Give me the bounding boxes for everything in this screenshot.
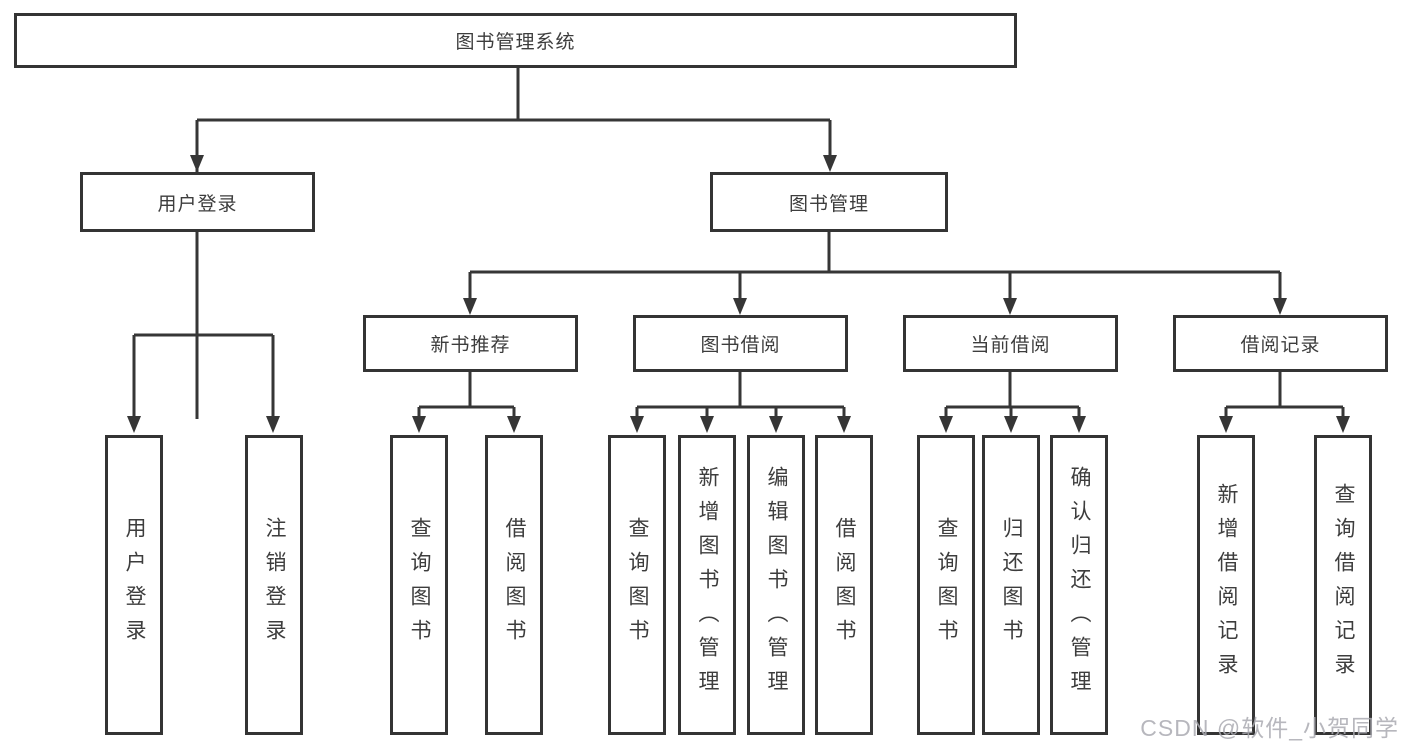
node-book-borrowing: 图书借阅 bbox=[633, 315, 848, 372]
leaf-add-books-admin: 新增图书（管理员） bbox=[678, 435, 736, 735]
leaf-borrow-books-recommend: 借阅图书 bbox=[485, 435, 543, 735]
node-current-borrowing: 当前借阅 bbox=[903, 315, 1118, 372]
leaf-query-books-current: 查询图书 bbox=[917, 435, 975, 735]
node-borrowing-records: 借阅记录 bbox=[1173, 315, 1388, 372]
leaf-query-books-borrow: 查询图书 bbox=[608, 435, 666, 735]
leaf-confirm-return-admin: 确认归还（管理员） bbox=[1050, 435, 1108, 735]
node-user-login: 用户登录 bbox=[80, 172, 315, 232]
node-new-book-recommendation: 新书推荐 bbox=[363, 315, 578, 372]
leaf-query-books-recommend: 查询图书 bbox=[390, 435, 448, 735]
leaf-query-borrow-record: 查询借阅记录 bbox=[1314, 435, 1372, 735]
leaf-logout: 注销登录 bbox=[245, 435, 303, 735]
leaf-borrow-books: 借阅图书 bbox=[815, 435, 873, 735]
leaf-edit-books-admin: 编辑图书（管理员） bbox=[747, 435, 805, 735]
node-book-management: 图书管理 bbox=[710, 172, 948, 232]
arrowheads bbox=[127, 155, 1350, 433]
leaf-user-login: 用户登录 bbox=[105, 435, 163, 735]
csdn-watermark: CSDN @软件_小贺同学 bbox=[1140, 715, 1399, 741]
leaf-add-borrow-record: 新增借阅记录 bbox=[1197, 435, 1255, 735]
node-root-library-system: 图书管理系统 bbox=[14, 13, 1017, 68]
leaf-return-books: 归还图书 bbox=[982, 435, 1040, 735]
